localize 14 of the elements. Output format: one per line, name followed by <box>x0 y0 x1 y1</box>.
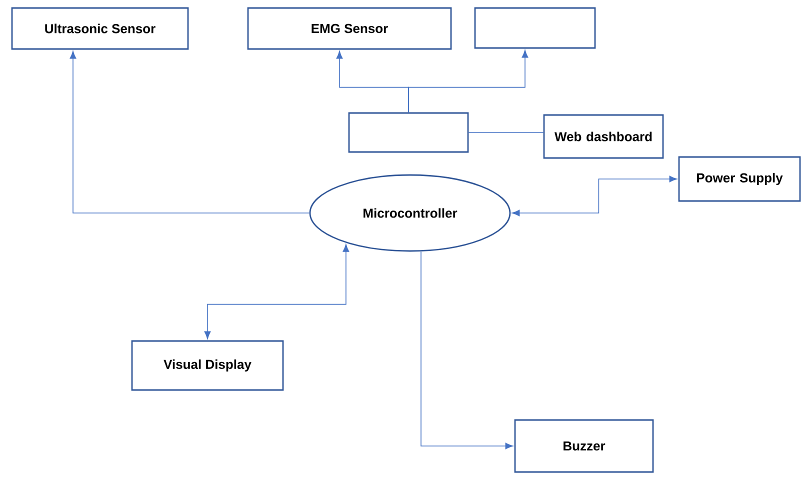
empty-box <box>474 7 596 49</box>
block-box: Web dashboard <box>543 114 664 159</box>
arrow <box>420 251 514 450</box>
empty-box <box>348 112 469 153</box>
block-box: Visual Display <box>131 340 284 391</box>
block-box: EMG Sensor <box>247 7 452 50</box>
ellipse-node: Microcontroller <box>309 174 511 252</box>
block-box: Buzzer <box>514 419 654 473</box>
arrow <box>408 50 528 113</box>
arrow <box>204 244 350 340</box>
arrow <box>512 176 678 216</box>
block-box: Ultrasonic Sensor <box>11 7 189 50</box>
arrow <box>70 50 310 214</box>
block-box: Power Supply <box>678 156 801 202</box>
